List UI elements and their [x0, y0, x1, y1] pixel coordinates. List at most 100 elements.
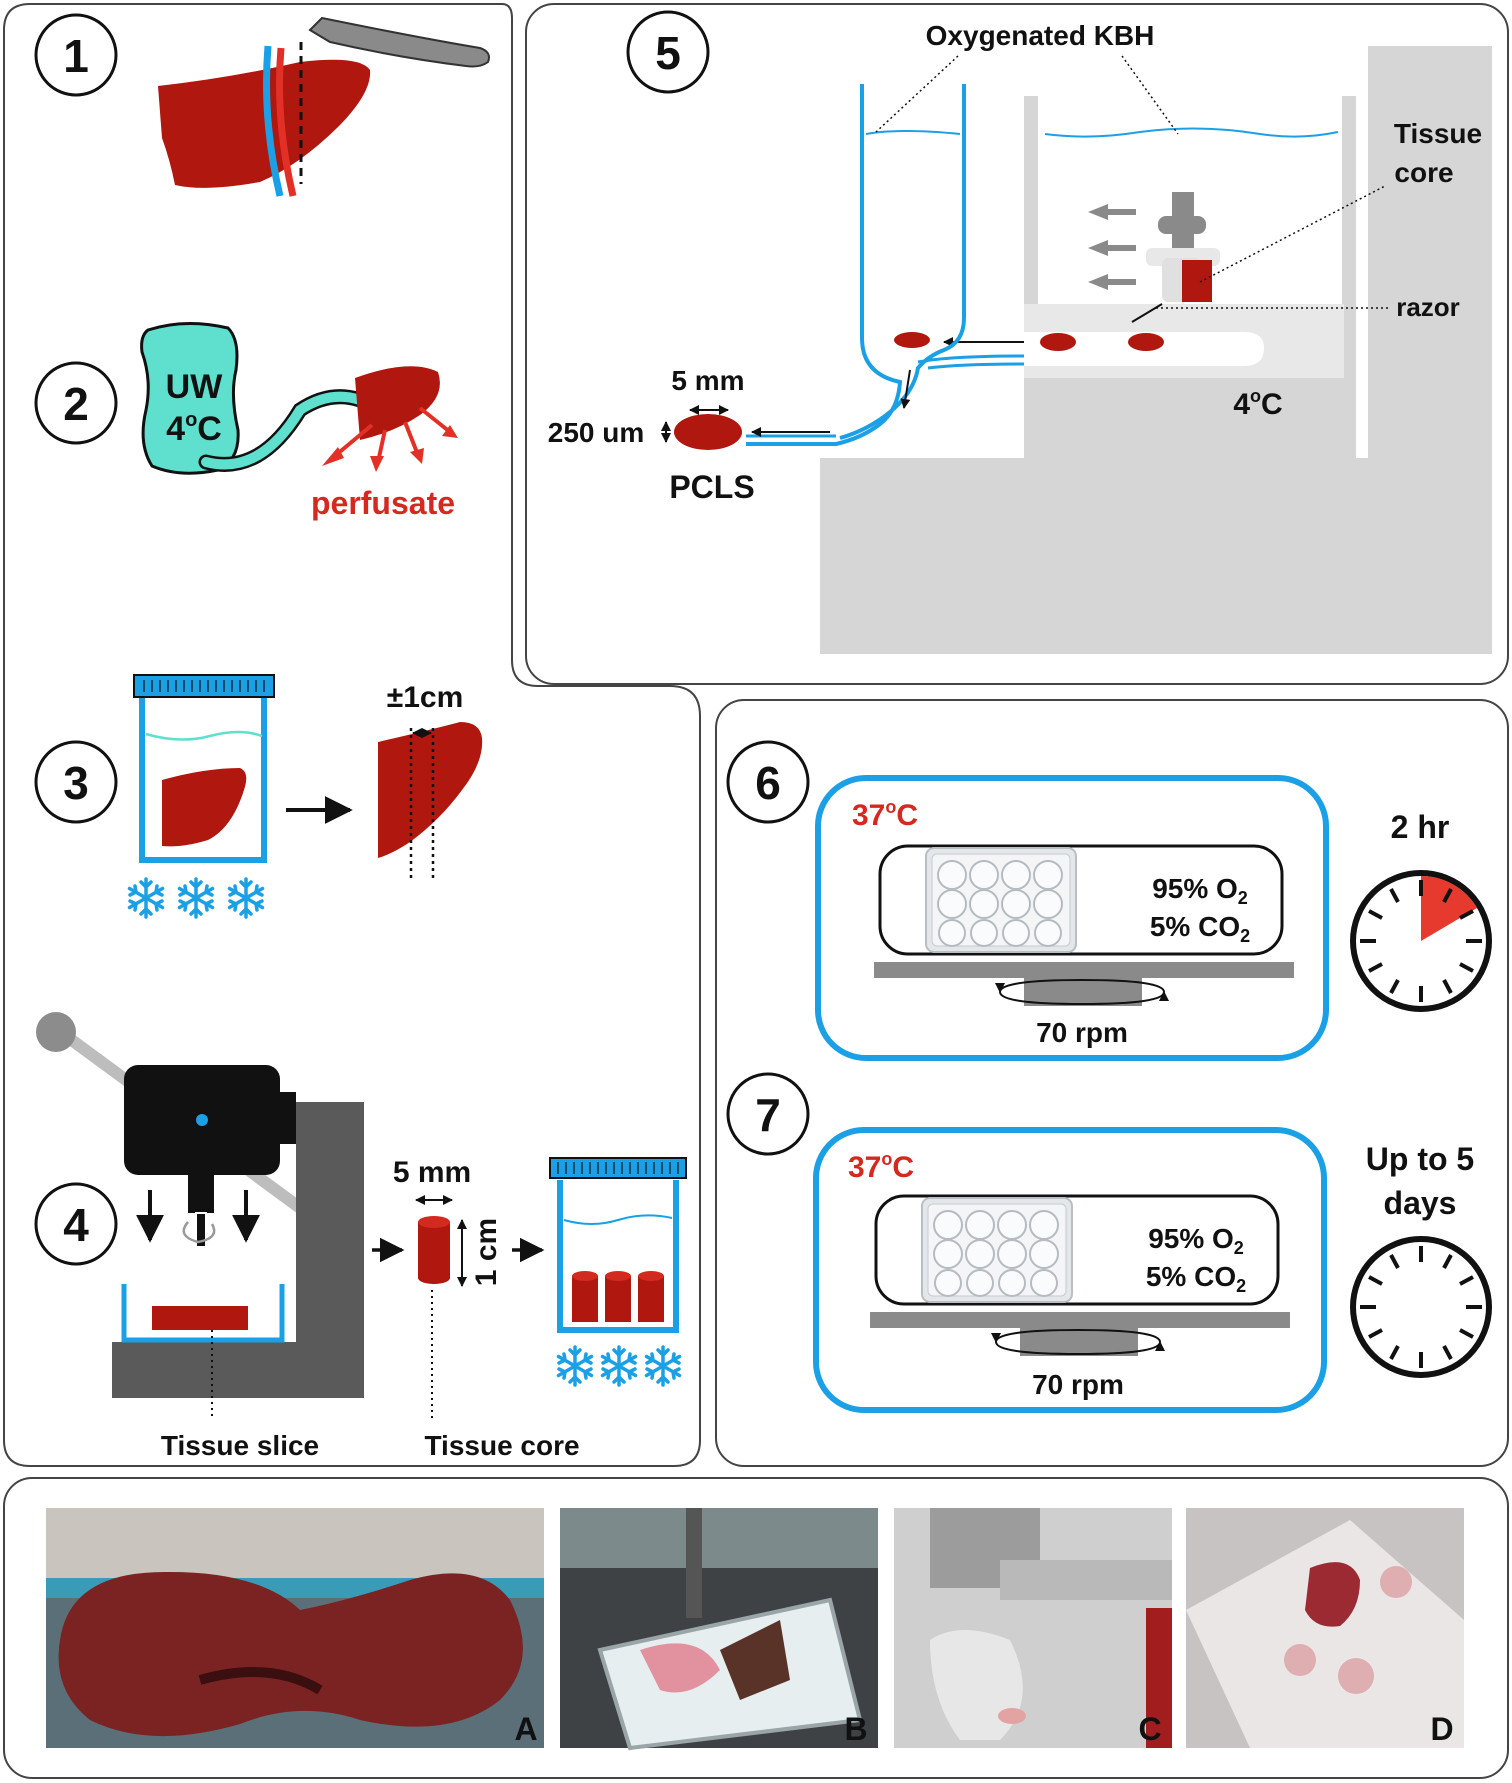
jar-lid [133, 674, 275, 698]
tissue-core-icon [418, 1216, 450, 1284]
slices-in-channel [1040, 333, 1164, 351]
photo-a-label: A [514, 1711, 537, 1747]
step-5: 5 razor Tissue core 4oC [548, 10, 1492, 654]
timer-2hr-icon [1350, 870, 1492, 1012]
cold-temp-label: 4oC [1233, 386, 1282, 421]
slicer-machine [820, 46, 1492, 654]
vessel-blue-icon [263, 45, 284, 197]
slice-width-label: 5 mm [671, 365, 744, 396]
coring-photo [720, 1620, 790, 1700]
snowflake-icon [127, 877, 165, 919]
perfusate-arrows [322, 406, 458, 472]
liver-photo [58, 1571, 523, 1737]
pcls-label: PCLS [669, 469, 754, 505]
co2-label-6: 5% CO2 [1150, 911, 1250, 946]
snowflake-icon [600, 1345, 638, 1387]
kbh-surface [1044, 127, 1339, 138]
cold-block [1024, 366, 1342, 458]
step-1-number: 1 [63, 30, 89, 82]
tissue-slice-label: Tissue slice [161, 1430, 319, 1461]
press-frame [112, 1102, 364, 1398]
rpm-label-6: 70 rpm [1036, 1017, 1128, 1048]
liver-lobe-icon [355, 366, 440, 440]
step-2: 2 UW 4oC perfusate [34, 322, 458, 521]
tissue-core-label-2: core [1394, 157, 1453, 188]
incubator-6 [815, 775, 1329, 1061]
snowflake-icon [556, 1345, 594, 1387]
sliding-arrows [1088, 204, 1136, 290]
snowflake-icon [177, 877, 215, 919]
step-6-number: 6 [755, 757, 781, 809]
bath-wall-right [1342, 96, 1356, 458]
o2-label-7: 95% O2 [1148, 1223, 1244, 1258]
step-6: 6 37oC 95% O2 5% CO2 70 rpm 2 hr [726, 740, 1492, 1061]
photo-d: D [1186, 1508, 1464, 1748]
panel-outlines [3, 3, 1509, 1779]
step-2-number: 2 [63, 378, 89, 430]
slab-width-label: ±1cm [387, 681, 464, 714]
jar-lid [549, 1157, 687, 1179]
step-3-number: 3 [63, 757, 89, 809]
jar-liver-icon [162, 768, 247, 847]
tissue-core-label: Tissue core [424, 1430, 579, 1461]
co2-label-7: 5% CO2 [1146, 1261, 1246, 1296]
core-holder-icon [1146, 192, 1220, 302]
time-label-6: 2 hr [1391, 809, 1450, 845]
shaker-platform-6 [874, 962, 1294, 978]
kbh-surface-tube [865, 130, 961, 135]
snowflake-icon [227, 877, 265, 919]
tissue-core-label-1: Tissue [1394, 118, 1482, 149]
photo-d-label: D [1430, 1711, 1453, 1747]
cores-in-jar [572, 1271, 664, 1322]
rotation-icon [999, 991, 1169, 1006]
step-5-number: 5 [655, 27, 681, 79]
step-7: 7 37oC 95% O2 5% CO2 70 rpm Up to 5 days [726, 1072, 1492, 1413]
vessel-red-icon [276, 47, 297, 197]
uw-temp: 4oC [166, 409, 222, 448]
photo-a: A [46, 1508, 544, 1748]
jar [557, 1180, 679, 1333]
liver-icon [158, 59, 371, 188]
step-4: 4 Tissue slice 5 mm 1 cm Tissue core [34, 1012, 687, 1461]
timer-5day-icon [1350, 1236, 1492, 1378]
razor-blade [1131, 303, 1163, 323]
razor-label: razor [1396, 292, 1460, 322]
incubator-6-temp: 37oC [852, 797, 918, 832]
incubator-7-temp: 37oC [848, 1149, 914, 1184]
slice-thickness-label: 250 um [548, 417, 645, 448]
well-plate-icon [921, 1197, 1073, 1303]
time-label-7a: Up to 5 [1366, 1141, 1474, 1177]
slice-dish [121, 1284, 285, 1343]
photo-b: B [560, 1508, 878, 1751]
liver-slab-icon [378, 722, 483, 858]
well-plate-icon [925, 847, 1077, 953]
incubator-7 [813, 1127, 1327, 1413]
core-height-label: 1 cm [470, 1218, 503, 1286]
kbh-label: Oxygenated KBH [926, 20, 1155, 51]
rpm-label-7: 70 rpm [1032, 1369, 1124, 1400]
falling-slice [894, 332, 930, 348]
shaker-platform-7 [870, 1312, 1290, 1328]
perfusate-label: perfusate [311, 485, 455, 521]
corer [188, 1175, 214, 1213]
slicer-photo [1000, 1560, 1172, 1600]
photo-c: C [894, 1508, 1172, 1748]
step-7-number: 7 [755, 1089, 781, 1141]
scalpel-icon [308, 16, 490, 68]
snowflake-icon [644, 1345, 682, 1387]
photo-c-label: C [1138, 1711, 1161, 1747]
time-label-7b: days [1384, 1185, 1457, 1221]
uw-label: UW [166, 368, 224, 406]
bath-wall-left [1024, 96, 1038, 308]
tissue-slice-icon [152, 1306, 248, 1330]
photo-b-label: B [844, 1711, 867, 1747]
rotation-icon [995, 1341, 1165, 1356]
step-4-number: 4 [63, 1199, 89, 1251]
core-width-label: 5 mm [393, 1156, 471, 1189]
o2-label-6: 95% O2 [1152, 873, 1248, 908]
pcls-photo [1305, 1562, 1360, 1627]
step-1: 1 [34, 13, 490, 197]
step-3: 3 ±1cm [34, 674, 483, 919]
jar [139, 698, 267, 863]
collection-tube [740, 84, 1024, 452]
